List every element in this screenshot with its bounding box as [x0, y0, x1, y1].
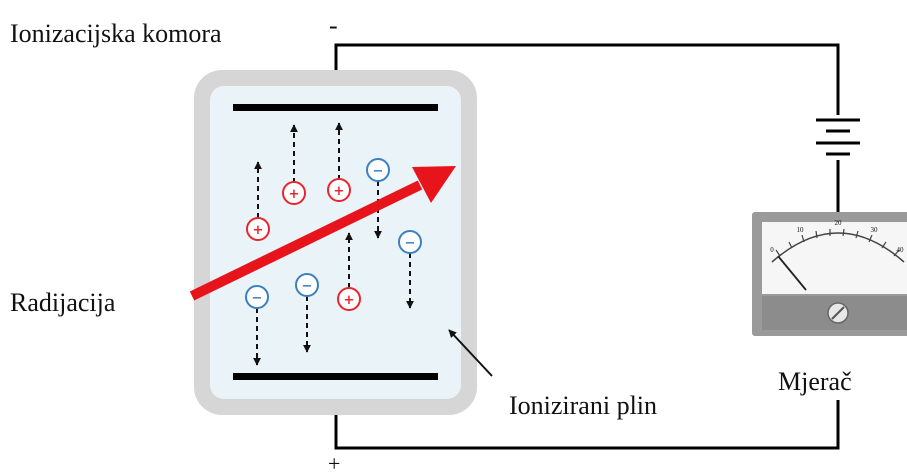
meter-scale-mark: 30 [871, 226, 879, 234]
chamber-interior [210, 86, 461, 399]
meter-needle [777, 255, 807, 291]
ionization-chamber [194, 70, 477, 415]
positive-ion-symbol: + [289, 187, 300, 202]
negative-ion: − [245, 285, 269, 309]
negative-ion-symbol: − [252, 291, 263, 306]
chamber-label: Ionizacijska komora [10, 19, 222, 48]
negative-ion: − [398, 230, 422, 254]
meter-scale-mark: 10 [797, 226, 805, 234]
gas-label-pointer [448, 329, 493, 377]
positive-ion-symbol: + [253, 223, 264, 238]
negative-ion: − [295, 273, 319, 297]
meter-ticks [775, 228, 900, 257]
negative-ion-symbol: − [302, 279, 313, 294]
radiation-label: Radijacija [10, 288, 116, 317]
meter-scale-mark: 0 [770, 246, 774, 254]
negative-ion: − [366, 158, 390, 182]
battery-icon [816, 118, 860, 156]
ion-drift-arrows [253, 122, 414, 366]
meter-scale-arc [771, 232, 905, 263]
positive-ion-symbol: + [344, 293, 355, 308]
top-electrode [233, 104, 438, 111]
negative-ion-symbol: − [405, 236, 416, 251]
positive-ion: + [327, 178, 351, 202]
positive-ion: + [246, 217, 270, 241]
meter-label: Mjerač [778, 367, 852, 396]
meter-scale-mark: 20 [835, 219, 843, 227]
radiation-arrow [189, 166, 456, 301]
positive-ion-symbol: + [334, 184, 345, 199]
bottom-electrode [233, 373, 438, 380]
meter-scale-labels: 0 10 20 30 40 [770, 219, 904, 254]
meter-scale-mark: 40 [897, 246, 905, 254]
meter-icon: 0 10 20 30 40 [752, 212, 907, 336]
negative-terminal-label: - [329, 11, 338, 40]
positive-terminal-label: + [328, 451, 340, 471]
positive-ion: + [337, 287, 361, 311]
ionized-gas-label: Ionizirani plin [509, 391, 657, 420]
ions: + + + + − − − − [245, 158, 422, 311]
meter-face [762, 222, 907, 294]
positive-ion: + [282, 181, 306, 205]
negative-ion-symbol: − [373, 164, 384, 179]
